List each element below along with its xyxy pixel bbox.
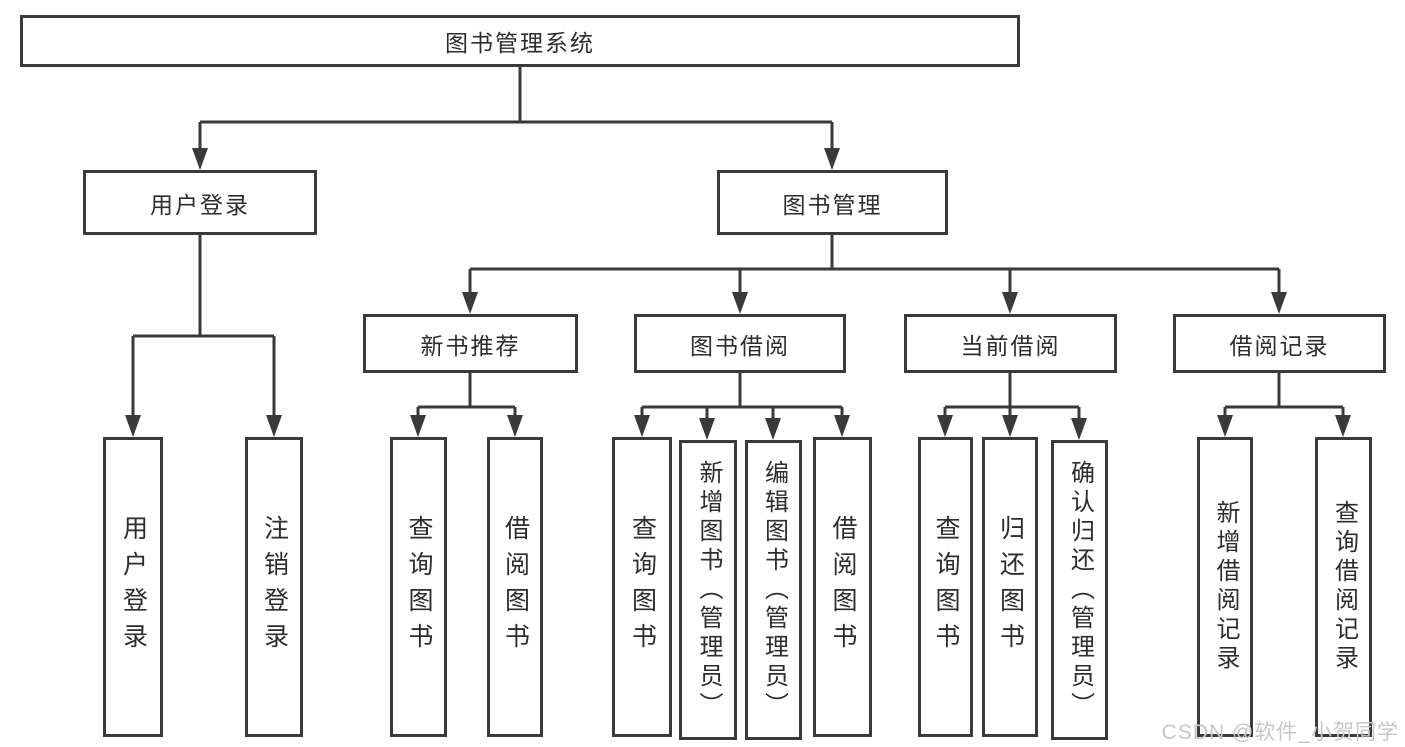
leaf-label: 查询图书 [628,515,657,659]
leaf-add-borrow-record: 新增借阅记录 [1197,437,1253,737]
node-label: 图书管理系统 [445,30,595,56]
watermark-text: CSDN @软件_小贺同学 [1161,721,1399,744]
leaf-label: 归还图书 [996,515,1025,659]
leaf-query-books-recommend: 查询图书 [390,437,447,737]
node-current-borrowing: 当前借阅 [904,314,1117,373]
leaf-edit-books-admin: 编辑图书（管理员） [745,440,802,740]
leaf-user-login: 用户登录 [103,437,163,737]
node-label: 图书借阅 [690,332,790,359]
node-label: 图书管理 [782,191,883,218]
leaf-borrow-books-recommend: 借阅图书 [487,437,543,737]
leaf-borrow-books-borrowing: 借阅图书 [813,437,872,737]
leaf-label: 借阅图书 [501,515,530,659]
leaf-label: 查询图书 [932,515,960,659]
leaf-label: 新增借阅记录 [1212,500,1239,674]
leaf-confirm-return-admin: 确认归还（管理员） [1051,440,1108,740]
leaf-add-books-admin: 新增图书（管理员） [679,440,737,740]
leaf-return-books: 归还图书 [982,437,1038,737]
node-label: 当前借阅 [960,332,1061,359]
node-label: 新书推荐 [420,332,521,359]
leaf-label: 注销登录 [260,515,289,659]
node-book-borrowing: 图书借阅 [634,314,846,373]
leaf-label: 编辑图书（管理员） [760,459,788,721]
leaf-query-borrow-record: 查询借阅记录 [1315,437,1372,737]
leaf-label: 确认归还（管理员） [1066,459,1094,721]
node-library-management-system: 图书管理系统 [20,15,1020,67]
leaf-query-books-current: 查询图书 [918,437,973,737]
node-borrowing-records: 借阅记录 [1173,314,1386,373]
leaf-label: 查询借阅记录 [1330,500,1358,674]
leaf-label: 新增图书（管理员） [695,459,722,721]
leaf-logout: 注销登录 [245,437,303,737]
node-new-book-recommendation: 新书推荐 [363,314,578,373]
leaf-query-books-borrowing: 查询图书 [612,437,672,737]
leaf-label: 用户登录 [119,515,148,659]
node-label: 用户登录 [150,191,250,218]
leaf-label: 借阅图书 [829,515,857,659]
node-book-management-module: 图书管理 [717,170,948,235]
node-label: 借阅记录 [1229,332,1330,359]
leaf-label: 查询图书 [405,515,433,659]
node-user-login-module: 用户登录 [83,170,317,235]
